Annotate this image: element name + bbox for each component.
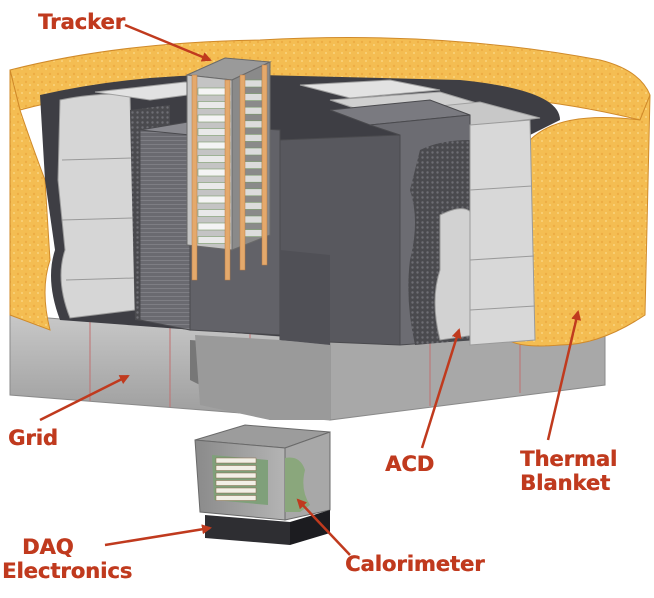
tracker-tray-side [243,215,263,224]
tracker-tray-side [243,161,263,169]
label-daq-line1: DAQ [22,535,74,559]
tracker-tower [185,57,272,281]
calorimeter-log [215,480,257,486]
calorimeter-log [215,472,257,479]
label-calorimeter: Calorimeter [345,552,485,576]
label-thermal-line2: Blanket [520,471,611,495]
label-thermal-line1: Thermal [520,447,618,471]
calorimeter-log [215,465,257,471]
calorimeter-log [215,487,257,494]
label-arrows [39,23,582,556]
label-daq-line2: Electronics [2,559,133,583]
label-daq-electronics: DAQ Electronics [2,535,132,583]
acd-tiles-right [408,119,536,346]
tracker-tray-side [243,202,263,210]
tracker-tray-side [243,93,263,101]
calorimeter-module [194,424,331,521]
tracker-tray-side [243,120,263,129]
daq-electronics-box [205,510,330,545]
calorimeter-log [215,495,257,501]
tracker-tray-side [243,229,263,237]
tracker-tray-side [243,79,263,88]
tracker-tray-side [243,147,263,156]
tracker-tray-side [243,188,263,197]
calorimeter-log [215,457,257,464]
label-grid: Grid [8,426,58,450]
tracker-tray-side [243,106,263,115]
tracker-tray-side [243,134,263,142]
label-thermal-blanket: Thermal Blanket [520,447,617,495]
label-acd: ACD [385,452,435,476]
label-tracker: Tracker [38,10,125,34]
tracker-tray-side [243,174,263,183]
